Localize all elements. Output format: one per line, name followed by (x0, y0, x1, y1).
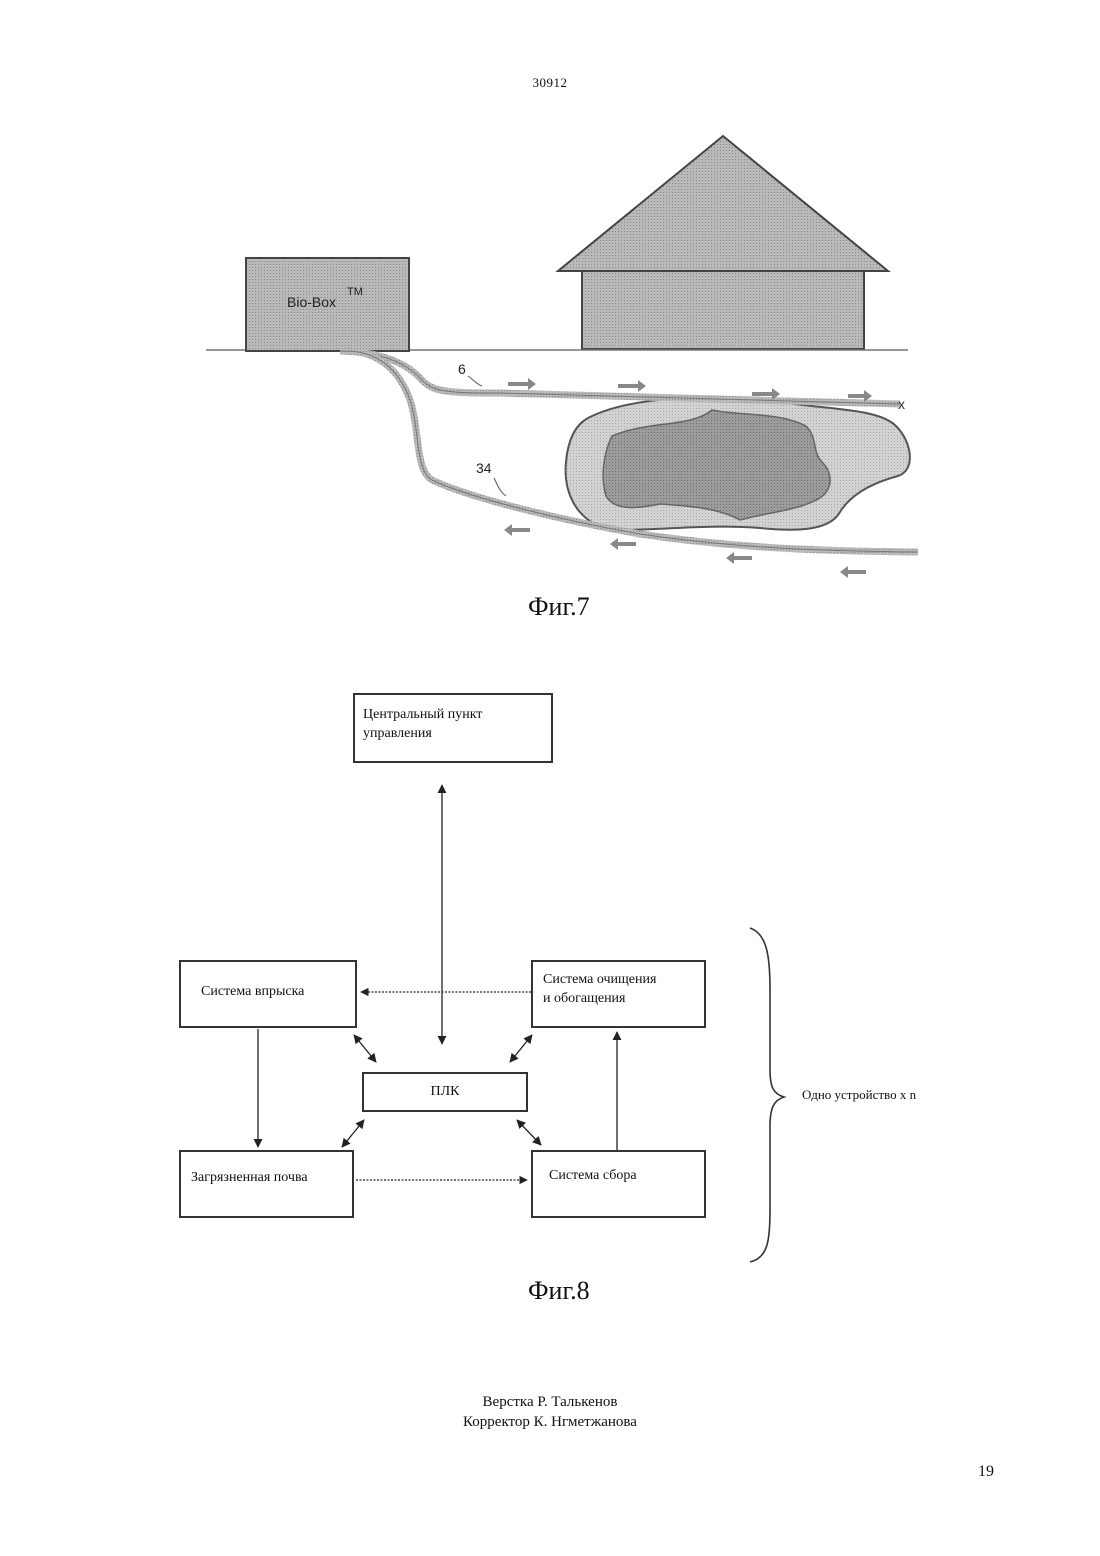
credit-proofreader: Корректор К. Нгметжанова (0, 1412, 1100, 1432)
credits: Верстка Р. Талькенов Корректор К. Нгметж… (0, 1392, 1100, 1432)
plc-box: ПЛК (362, 1072, 528, 1112)
arrow-plc-cleaning (510, 1035, 532, 1062)
contaminated-soil-box: Загрязненная почва (179, 1150, 354, 1218)
figure-8-caption: Фиг.8 (528, 1276, 590, 1306)
arrow-plc-collection (517, 1120, 541, 1145)
cleaning-system-box: Система очищения и обогащения (531, 960, 706, 1028)
collection-system-box: Система сбора (531, 1150, 706, 1218)
soil-label: Загрязненная почва (191, 1168, 352, 1187)
collection-label: Система сбора (549, 1166, 704, 1185)
figure-8-connectors (0, 0, 1100, 1300)
brace-note: Одно устройство x n (802, 1087, 916, 1103)
arrow-plc-soil (342, 1120, 364, 1147)
arrow-plc-injection (354, 1035, 376, 1062)
central-label-line1: Центральный пункт (363, 705, 551, 724)
plc-label: ПЛК (431, 1084, 460, 1099)
cleaning-label-line2: и обогащения (543, 989, 704, 1008)
injection-label: Система впрыска (201, 982, 355, 1001)
curly-brace (750, 928, 784, 1262)
injection-system-box: Система впрыска (179, 960, 357, 1028)
cleaning-label-line1: Система очищения (543, 970, 704, 989)
central-label-line2: управления (363, 724, 551, 743)
credit-layout: Верстка Р. Талькенов (0, 1392, 1100, 1412)
central-control-box: Центральный пункт управления (353, 693, 553, 763)
page-number: 19 (978, 1463, 994, 1481)
